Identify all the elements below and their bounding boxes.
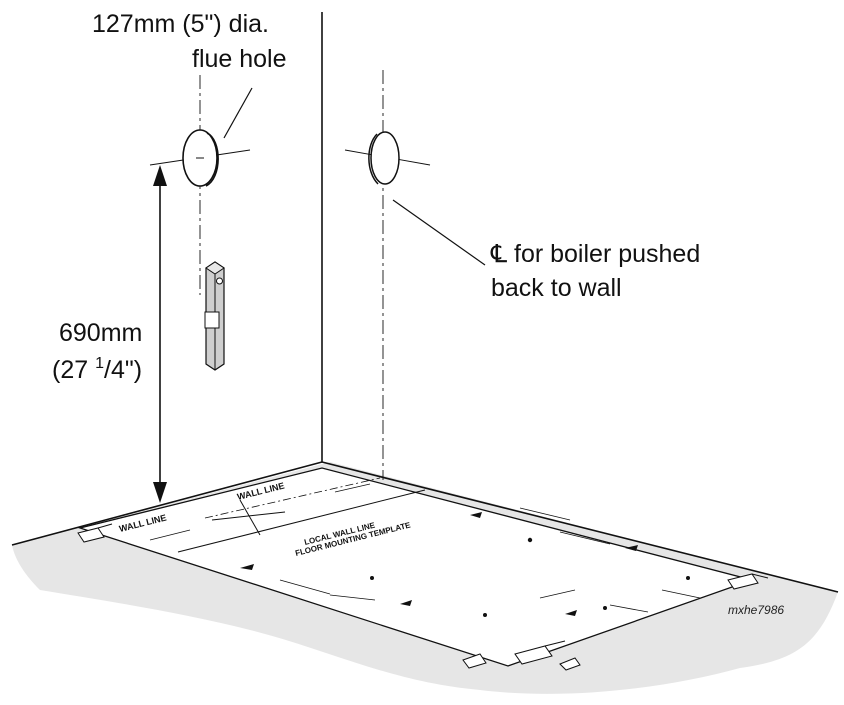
flue-label-leader [223,87,253,139]
flue-hole-label-line2: flue hole [192,45,287,73]
floor-tab-bottom-left [462,653,487,669]
flue-hole-label-line1: 127mm (5") dia. [92,10,269,38]
height-label-superscript: 1 [95,355,104,372]
flue-hole-right [368,131,400,185]
floor-edge-left [11,461,323,546]
floor-edge-right [321,461,839,593]
height-arrow-bottom [153,482,167,503]
centerline-label-leader [392,199,486,266]
template-cross-h [211,511,286,521]
height-label-line2: (27 1/4") [52,355,142,384]
template-small-marks [240,512,690,617]
template-cross-v [239,499,261,536]
template-fine-print [149,483,753,613]
flue-hole-left [182,129,219,187]
height-arrow-top [153,165,167,186]
height-label-line1: 690mm [59,319,142,347]
height-label-prefix: (27 [52,356,95,384]
wall-mounting-bracket [204,261,225,371]
centerline-label-line1: ℄ for boiler pushed [490,240,700,268]
floor-tab-bottom-right [559,657,581,671]
height-label-suffix: /4") [104,356,142,384]
floor-tab-right [727,573,769,590]
drawing-code: mxhe7986 [728,603,784,617]
template-fold-line [177,489,426,553]
floor-mounting-template: WALL LINE WALL LINE LOCAL WALL LINE FLOO… [77,467,769,671]
centerline-label-line2: back to wall [491,274,622,302]
template-wall-dash [204,477,381,519]
height-dimension [153,165,167,503]
floor-tab-bottom-mid [514,640,566,665]
floor-tab-left [77,523,113,543]
